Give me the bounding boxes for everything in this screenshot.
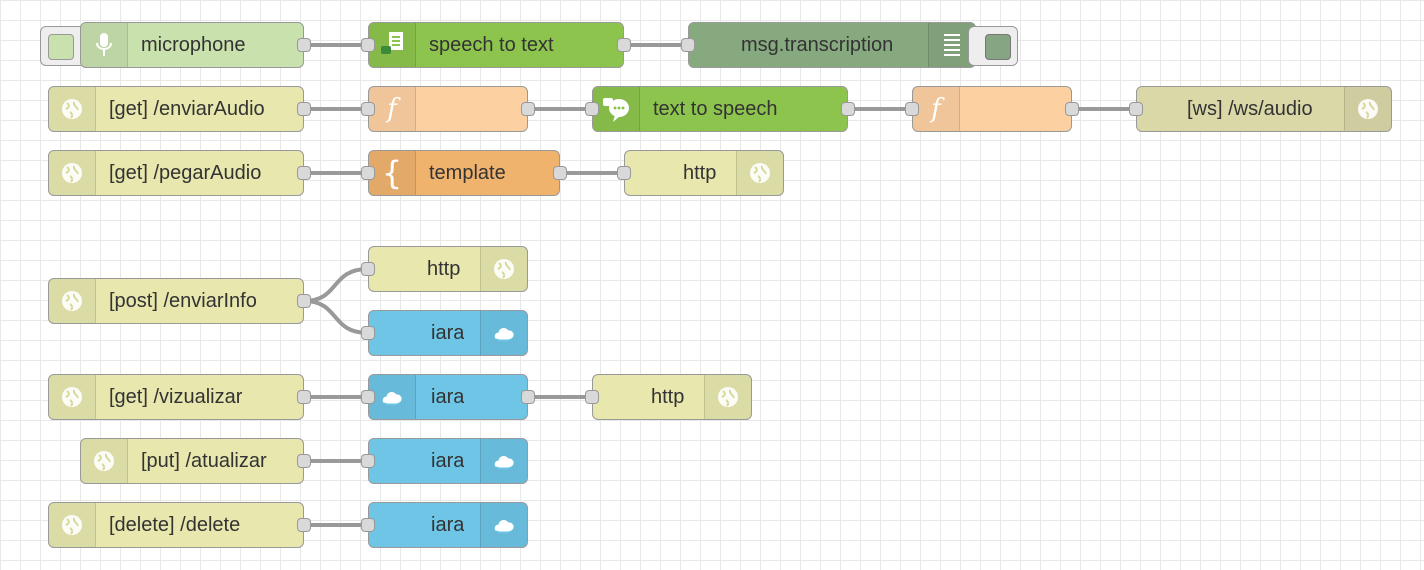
cloud-icon xyxy=(480,503,527,547)
output-port[interactable] xyxy=(297,294,311,308)
debug-toggle-button[interactable] xyxy=(968,26,1018,66)
input-port[interactable] xyxy=(361,262,375,276)
node-iara-2[interactable]: iara xyxy=(361,374,535,420)
speech-document-icon xyxy=(369,23,416,67)
node-label: speech to text xyxy=(429,33,554,56)
node-http-in-enviar-info[interactable]: [post] /enviarInfo xyxy=(48,278,311,324)
input-port[interactable] xyxy=(361,390,375,404)
node-websocket-out[interactable]: [ws] /ws/audio xyxy=(1129,86,1392,132)
node-iara-1[interactable]: iara xyxy=(361,310,528,356)
output-port[interactable] xyxy=(297,166,311,180)
globe-icon xyxy=(480,247,527,291)
globe-icon xyxy=(49,87,96,131)
output-port[interactable] xyxy=(297,38,311,52)
node-function-2[interactable]: f xyxy=(905,86,1079,132)
node-label: [put] /atualizar xyxy=(141,449,267,472)
node-http-response-2[interactable]: http xyxy=(361,246,528,292)
input-port[interactable] xyxy=(1129,102,1143,116)
output-port[interactable] xyxy=(521,390,535,404)
toggle-indicator xyxy=(985,34,1011,60)
node-label: http xyxy=(427,257,461,280)
node-http-in-enviar-audio[interactable]: [get] /enviarAudio xyxy=(48,86,311,132)
globe-icon xyxy=(704,375,751,419)
node-label: iara xyxy=(431,449,465,472)
node-iara-4[interactable]: iara xyxy=(361,502,528,548)
globe-icon xyxy=(49,375,96,419)
node-http-in-atualizar[interactable]: [put] /atualizar xyxy=(80,438,311,484)
output-port[interactable] xyxy=(297,390,311,404)
node-label: iara xyxy=(431,321,465,344)
node-label: template xyxy=(429,161,506,184)
globe-icon xyxy=(1344,87,1391,131)
node-label: [get] /enviarAudio xyxy=(109,97,265,120)
cloud-icon xyxy=(480,439,527,483)
wire xyxy=(303,299,369,335)
globe-icon xyxy=(49,279,96,323)
input-port[interactable] xyxy=(361,326,375,340)
node-label: microphone xyxy=(141,33,246,56)
input-port[interactable] xyxy=(361,38,375,52)
wire xyxy=(303,267,369,303)
node-http-in-pegar-audio[interactable]: [get] /pegarAudio xyxy=(48,150,311,196)
input-port[interactable] xyxy=(617,166,631,180)
node-function-1[interactable]: f xyxy=(361,86,535,132)
node-http-in-vizualizar[interactable]: [get] /vizualizar xyxy=(48,374,311,420)
node-label: [get] /pegarAudio xyxy=(109,161,262,184)
node-label: iara xyxy=(431,513,465,536)
input-port[interactable] xyxy=(585,390,599,404)
node-label: http xyxy=(651,385,685,408)
input-port[interactable] xyxy=(361,166,375,180)
toggle-indicator xyxy=(48,34,74,60)
input-port[interactable] xyxy=(361,518,375,532)
node-template[interactable]: { template xyxy=(361,150,567,196)
node-speech-to-text[interactable]: speech to text xyxy=(361,22,631,68)
input-port[interactable] xyxy=(361,454,375,468)
chat-bubble-icon xyxy=(593,87,640,131)
node-http-response-3[interactable]: http xyxy=(585,374,752,420)
input-port[interactable] xyxy=(681,38,695,52)
node-http-response-1[interactable]: http xyxy=(617,150,784,196)
node-http-in-delete[interactable]: [delete] /delete xyxy=(48,502,311,548)
input-port[interactable] xyxy=(361,102,375,116)
output-port[interactable] xyxy=(841,102,855,116)
globe-icon xyxy=(81,439,128,483)
node-label: [ws] /ws/audio xyxy=(1187,97,1313,120)
microphone-icon xyxy=(81,23,128,67)
output-port[interactable] xyxy=(297,102,311,116)
output-port[interactable] xyxy=(297,454,311,468)
node-label: http xyxy=(683,161,717,184)
node-label: text to speech xyxy=(653,97,778,120)
globe-icon xyxy=(49,151,96,195)
function-icon: f xyxy=(369,87,416,131)
globe-icon xyxy=(736,151,783,195)
node-microphone[interactable]: microphone xyxy=(80,22,311,68)
node-label: [get] /vizualizar xyxy=(109,385,243,408)
output-port[interactable] xyxy=(553,166,567,180)
node-label: msg.transcription xyxy=(741,33,894,56)
node-label: [delete] /delete xyxy=(109,513,241,536)
node-debug[interactable]: msg.transcription xyxy=(681,22,976,68)
node-iara-3[interactable]: iara xyxy=(361,438,528,484)
output-port[interactable] xyxy=(297,518,311,532)
node-text-to-speech[interactable]: text to speech xyxy=(585,86,855,132)
input-port[interactable] xyxy=(585,102,599,116)
list-icon xyxy=(928,23,975,67)
node-label: [post] /enviarInfo xyxy=(109,289,257,312)
node-label: iara xyxy=(431,385,465,408)
input-port[interactable] xyxy=(905,102,919,116)
function-icon: f xyxy=(913,87,960,131)
globe-icon xyxy=(49,503,96,547)
output-port[interactable] xyxy=(1065,102,1079,116)
brace-icon: { xyxy=(369,151,416,195)
cloud-icon xyxy=(480,311,527,355)
output-port[interactable] xyxy=(521,102,535,116)
output-port[interactable] xyxy=(617,38,631,52)
cloud-icon xyxy=(369,375,416,419)
